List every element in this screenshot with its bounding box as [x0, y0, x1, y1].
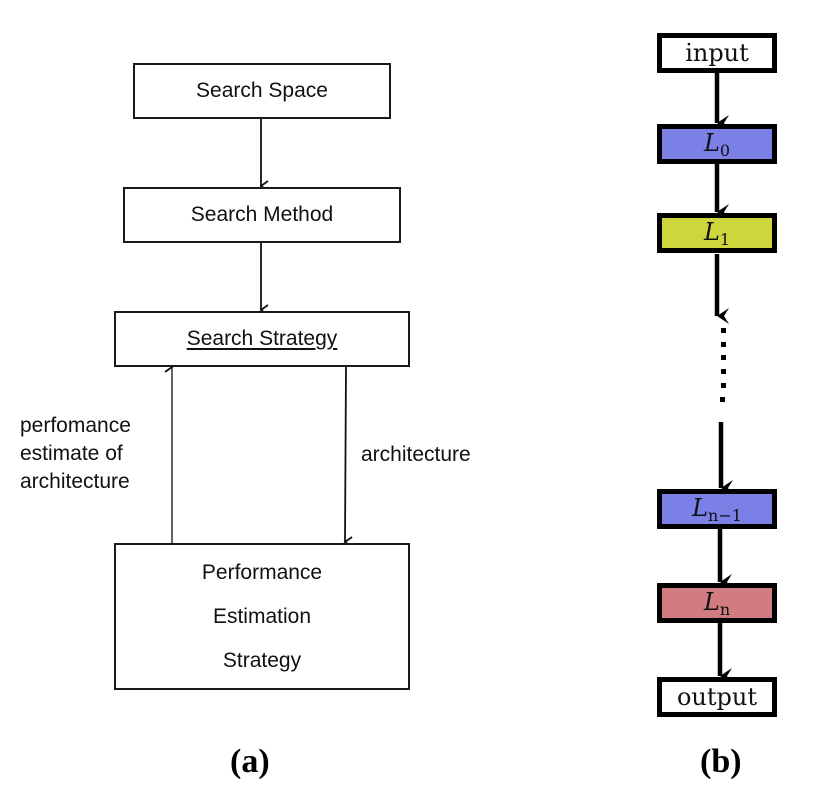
layer-Ln: Ln — [657, 583, 777, 623]
layer-input-label: input — [685, 39, 749, 67]
search-strategy-label: Search Strategy — [186, 327, 338, 350]
search-method-box: Search Method — [123, 187, 401, 243]
arrow-architecture-down — [343, 365, 353, 548]
layer-L1-label: L1 — [703, 217, 731, 249]
layer-Ln-label: Ln — [703, 587, 731, 619]
panel-b-caption: (b) — [700, 743, 742, 780]
performance-estimation-box: Performance Estimation Strategy — [114, 543, 410, 690]
performance-estimation-line-2: Estimation — [212, 604, 312, 628]
performance-estimation-line-1: Performance — [201, 560, 323, 584]
panel-a-caption: (a) — [230, 743, 270, 780]
layer-input: input — [657, 33, 777, 73]
layer-L1: L1 — [657, 213, 777, 253]
feedback-label-line-1: perfomance — [20, 414, 131, 437]
layer-output: output — [657, 677, 777, 717]
search-space-box: Search Space — [133, 63, 391, 119]
layer-L0-label: L0 — [703, 128, 731, 160]
layer-Ln-1: Ln−1 — [657, 489, 777, 529]
search-space-label: Search Space — [196, 79, 328, 102]
layer-L0: L0 — [657, 124, 777, 164]
search-strategy-box: Search Strategy — [114, 311, 410, 367]
layer-Ln-1-label: Ln−1 — [692, 493, 742, 525]
layer-output-label: output — [676, 683, 757, 711]
ellipsis-dots — [720, 328, 726, 402]
search-method-label: Search Method — [190, 203, 334, 226]
performance-estimation-line-3: Strategy — [222, 648, 302, 672]
feedback-edge-label: perfomance estimate of architecture — [20, 412, 131, 496]
architecture-edge-label: architecture — [361, 443, 471, 466]
feedback-label-line-2: estimate of — [20, 442, 123, 465]
feedback-label-line-3: architecture — [20, 470, 130, 493]
